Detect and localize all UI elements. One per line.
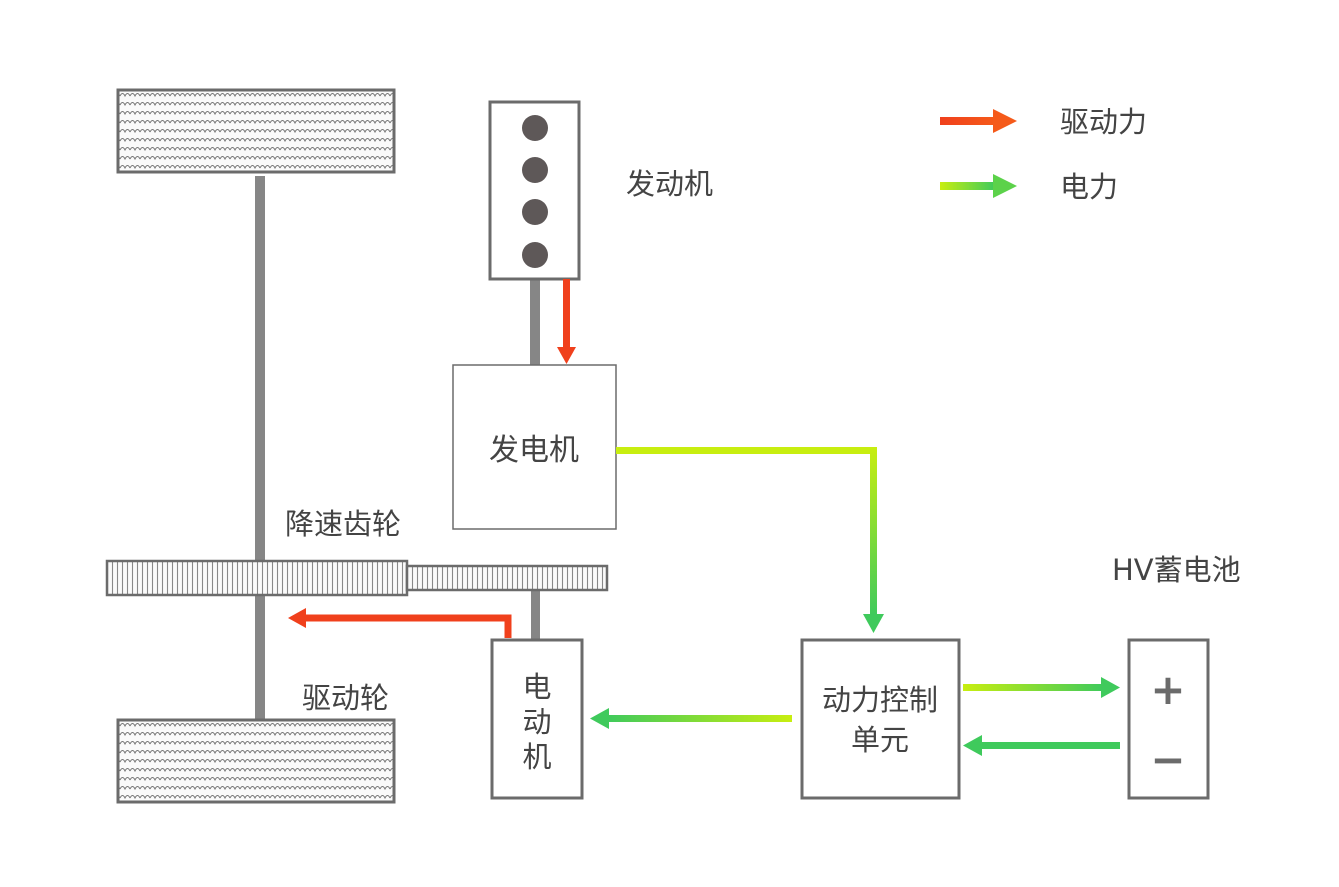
drive-force-arrow-engine — [557, 279, 576, 364]
engine-shaft — [530, 279, 540, 365]
power-arrow-battery-to-pcu — [963, 735, 1120, 756]
piston-icon — [522, 157, 548, 183]
piston-icon — [522, 242, 548, 268]
power-arrow-generator-to-pcu — [616, 447, 884, 633]
motor-shaft — [531, 590, 540, 640]
motor-box — [490, 638, 584, 800]
engine-label: 发动机 — [626, 167, 713, 201]
battery-plus-icon: + — [1150, 665, 1185, 714]
generator-label: 发电机 — [489, 433, 579, 468]
top-wheel — [116, 88, 396, 174]
piston-icon — [522, 199, 548, 225]
power-arrow-pcu-to-motor — [590, 708, 792, 729]
battery-minus-icon: − — [1150, 735, 1185, 784]
pcu-box — [800, 638, 961, 800]
motor-label-line-2: 动 — [522, 705, 551, 739]
battery-box — [1127, 638, 1210, 800]
power-arrow-pcu-to-battery — [963, 677, 1120, 698]
green-arrow-icon — [940, 174, 1017, 198]
pcu-label-line-1: 动力控制 — [822, 683, 938, 717]
pcu-label-line-2: 单元 — [851, 723, 909, 757]
axle-shaft — [255, 176, 265, 721]
legend-electric-power-label: 电力 — [1060, 170, 1118, 204]
legend-drive-force-label: 驱动力 — [1060, 105, 1147, 139]
motor-label-line-3: 机 — [522, 740, 551, 774]
drive-wheel-label: 驱动轮 — [302, 681, 389, 715]
drive-force-arrow-motor — [288, 608, 512, 638]
reduction-gear-label: 降速齿轮 — [285, 507, 401, 541]
red-arrow-icon — [940, 109, 1017, 133]
bottom-wheel — [116, 718, 396, 804]
battery-label: HV蓄电池 — [1112, 553, 1241, 587]
generator-box — [452, 364, 617, 530]
reduction-gear-small — [405, 564, 609, 592]
motor-label-line-1: 电 — [522, 670, 551, 704]
reduction-gear-large — [105, 559, 409, 597]
piston-icon — [522, 115, 548, 141]
